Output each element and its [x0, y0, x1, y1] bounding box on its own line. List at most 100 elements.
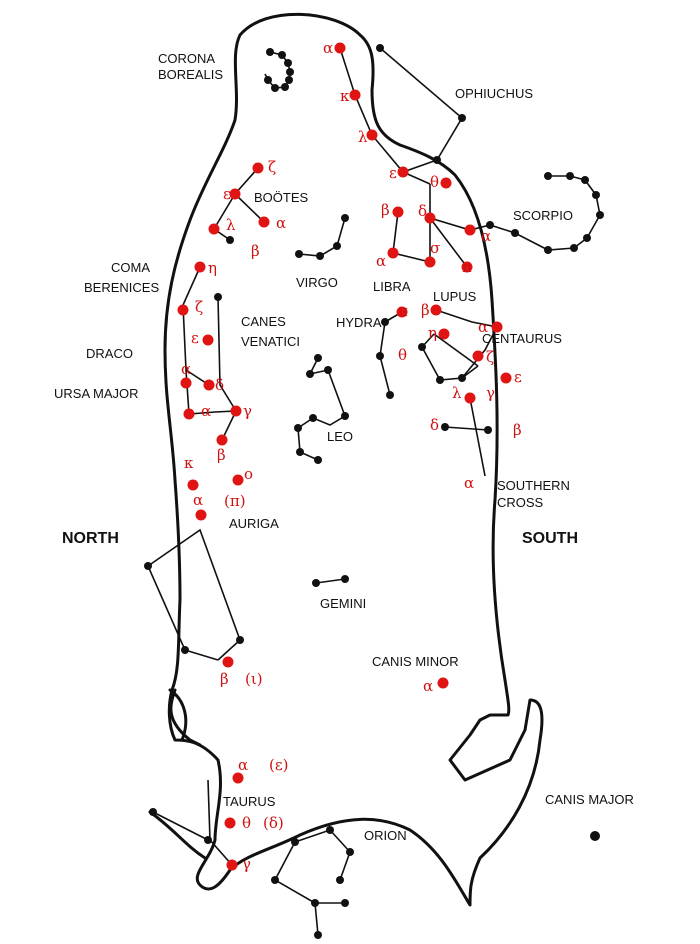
black-star	[441, 423, 449, 431]
coma-berenices-label-1: COMA	[111, 260, 150, 275]
black-star	[341, 214, 349, 222]
star-label: ε	[223, 185, 231, 203]
star-label: π	[398, 302, 408, 320]
star-label: α	[276, 214, 286, 232]
black-star	[341, 575, 349, 583]
black-star	[326, 826, 334, 834]
star-label: π	[462, 258, 472, 276]
black-star	[271, 84, 279, 92]
star-label: α	[181, 360, 191, 378]
star-label: κ	[340, 87, 350, 105]
red-star	[230, 405, 242, 417]
star-label: ο	[244, 465, 253, 483]
black-star	[291, 838, 299, 846]
red-star	[180, 377, 192, 389]
star-label: (ε)	[269, 756, 288, 774]
red-star	[202, 334, 214, 346]
auriga-label: AURIGA	[229, 516, 279, 531]
canis-major-label: CANIS MAJOR	[545, 792, 634, 807]
black-star	[336, 876, 344, 884]
star-label: α	[323, 39, 333, 57]
red-star	[232, 474, 244, 486]
black-star	[278, 51, 286, 59]
centaurus-label: CENTAURUS	[482, 331, 562, 346]
black-star	[486, 221, 494, 229]
star-label: (ι)	[245, 670, 263, 688]
black-star	[346, 848, 354, 856]
star-label: ζ	[268, 158, 276, 176]
black-star	[583, 234, 591, 242]
tail-outline	[168, 688, 202, 747]
star-label: γ	[243, 402, 252, 420]
black-star	[294, 424, 302, 432]
canes-venatici-label-1: CANES	[241, 314, 286, 329]
black-star	[592, 191, 600, 199]
black-star	[204, 836, 212, 844]
red-star	[232, 772, 244, 784]
red-star	[392, 206, 404, 218]
red-star	[183, 408, 195, 420]
scorpio-label: SCORPIO	[513, 208, 573, 223]
red-star	[424, 212, 436, 224]
star-label: α	[481, 227, 491, 245]
orion-line-2	[273, 841, 319, 936]
red-star	[464, 224, 476, 236]
star-label: γ	[242, 855, 251, 873]
taurus-line-2	[152, 811, 209, 841]
black-star	[386, 391, 394, 399]
black-star	[314, 931, 322, 939]
red-star	[438, 328, 450, 340]
black-star	[484, 426, 492, 434]
black-star	[314, 456, 322, 464]
southern-cross-label-1: SOUTHERN	[497, 478, 570, 493]
star-label: δ	[418, 202, 427, 220]
black-star	[296, 448, 304, 456]
black-star	[295, 250, 303, 258]
star-label: α	[201, 402, 211, 420]
black-star	[341, 899, 349, 907]
red-star	[216, 434, 228, 446]
black-star	[284, 59, 292, 67]
black-star	[544, 246, 552, 254]
southern-cross-line-2	[469, 397, 486, 477]
black-star	[264, 76, 272, 84]
virgo-label: VIRGO	[296, 275, 338, 290]
star-label: θ	[398, 346, 407, 364]
centaurus-line-3	[433, 333, 479, 367]
black-star	[285, 76, 293, 84]
black-star	[144, 562, 152, 570]
star-label: λ	[226, 216, 236, 234]
black-star	[286, 68, 294, 76]
black-star	[316, 252, 324, 260]
red-star	[430, 304, 442, 316]
black-star	[511, 229, 519, 237]
black-star	[418, 343, 426, 351]
leo-label: LEO	[327, 429, 353, 444]
star-label: ε	[514, 368, 522, 386]
red-stars	[177, 42, 512, 871]
north-label: NORTH	[62, 530, 119, 547]
orion-label: ORION	[364, 828, 407, 843]
red-star	[349, 89, 361, 101]
canis-minor-label: CANIS MINOR	[372, 654, 459, 669]
libra-label: LIBRA	[373, 279, 411, 294]
red-star	[396, 306, 408, 318]
star-label: α	[376, 252, 386, 270]
red-star	[366, 129, 378, 141]
black-star	[566, 172, 574, 180]
star-label: λ	[452, 384, 462, 402]
animal-outline	[163, 12, 544, 907]
black-star	[544, 172, 552, 180]
bootes-line	[212, 167, 259, 241]
draco-label: DRACO	[86, 346, 133, 361]
bootes-label: BOÖTES	[254, 190, 309, 205]
red-star	[177, 304, 189, 316]
black-star	[266, 48, 274, 56]
black-star	[333, 242, 341, 250]
red-star	[224, 817, 236, 829]
black-star	[433, 156, 441, 164]
red-star	[195, 509, 207, 521]
virgo-line	[298, 217, 346, 257]
black-star	[149, 808, 157, 816]
red-star	[491, 321, 503, 333]
